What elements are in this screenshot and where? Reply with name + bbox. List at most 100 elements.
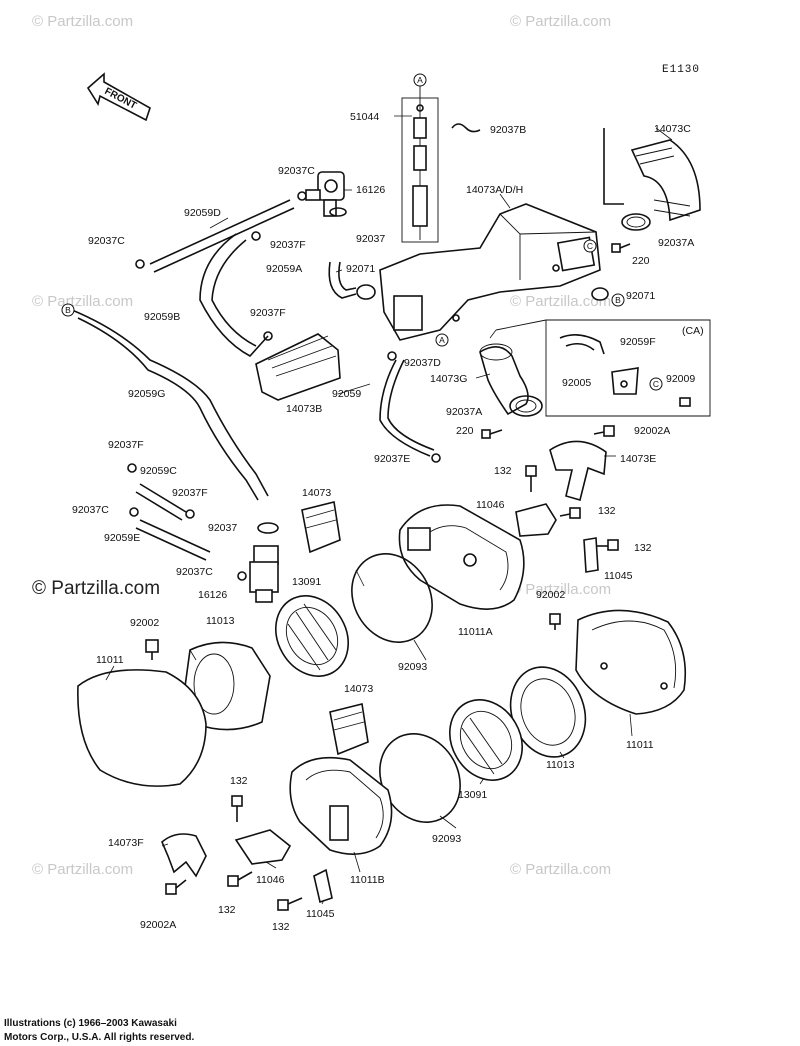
- label-132-b: 132: [598, 505, 616, 517]
- bolt-132-lower-c: [277, 897, 303, 911]
- callout-c-ca-label: C: [653, 379, 659, 389]
- label-92093-upper: 92093: [398, 661, 427, 673]
- bolt-132-lower-b: [227, 871, 253, 887]
- label-11013-upper: 11013: [206, 615, 235, 627]
- clamp-92037c-c: [129, 507, 139, 517]
- label-92037a-upper: 92037A: [658, 237, 694, 249]
- bolt-132-lower-a: [231, 795, 243, 822]
- watermark-mid-right: © Partzilla.com: [510, 293, 611, 310]
- label-92002-right: 92002: [536, 589, 565, 601]
- label-220-upper: 220: [632, 255, 650, 267]
- callout-b-mid-label: B: [615, 295, 621, 305]
- label-92037e: 92037E: [374, 453, 410, 465]
- part-51044-pipe: A: [401, 73, 439, 243]
- label-14073-lower: 14073: [344, 683, 373, 695]
- part-16126-valve-upper: [305, 171, 345, 217]
- label-132-f: 132: [272, 921, 290, 933]
- label-92037f-left: 92037F: [108, 439, 144, 451]
- part-11045-bracket-lower: [313, 868, 333, 904]
- part-92071-grommet-left: [356, 284, 376, 300]
- label-92002a-upper: 92002A: [634, 425, 670, 437]
- part-92059g-hose: [71, 309, 269, 501]
- clamp-92037d: [387, 351, 397, 361]
- callout-a-mid-label: A: [439, 335, 445, 345]
- clamp-92037f-b: [263, 331, 273, 341]
- clamp-92037f-c: [127, 463, 137, 473]
- callout-b-left-label: B: [65, 305, 71, 315]
- bolt-220-upper: [611, 243, 631, 253]
- part-14073b-duct: [255, 333, 341, 401]
- label-11011-right: 11011: [626, 739, 654, 751]
- part-92037b-clamp: [451, 123, 481, 133]
- clamp-92037-upper-ring: [329, 207, 347, 217]
- bolt-132-upper-a: [525, 465, 537, 492]
- label-92093-lower: 92093: [432, 833, 461, 845]
- part-14073g-elbow: [479, 343, 529, 416]
- label-92037d: 92037D: [404, 357, 441, 369]
- label-92037-mid: 92037: [208, 522, 237, 534]
- front-arrow: FRONT: [86, 72, 151, 122]
- label-51044: 51044: [350, 111, 379, 123]
- label-132-e: 132: [218, 904, 236, 916]
- label-92037f-upper: 92037F: [270, 239, 306, 251]
- ca-region-box: (CA) C: [495, 319, 711, 417]
- label-92071-left: 92071: [346, 263, 375, 275]
- part-92059-hose: [379, 359, 435, 457]
- label-92059g: 92059G: [128, 388, 165, 400]
- label-92059a: 92059A: [266, 263, 302, 275]
- label-132-a: 132: [494, 465, 512, 477]
- bolt-132-upper-b: [559, 507, 581, 519]
- part-11011b-case: [289, 756, 393, 855]
- label-92037c-mid: 92037C: [72, 504, 109, 516]
- label-92037c-left: 92037C: [88, 235, 125, 247]
- bolt-92002a-upper: [593, 425, 615, 437]
- front-arrow-label: FRONT: [103, 86, 139, 112]
- label-92059f: 92059F: [620, 336, 656, 348]
- part-11011a-case: [398, 504, 525, 610]
- watermark-bottom-left: © Partzilla.com: [32, 861, 133, 878]
- watermark-top-left: © Partzilla.com: [32, 13, 133, 30]
- label-92002-left: 92002: [130, 617, 159, 629]
- label-92037c-upper: 92037C: [278, 165, 315, 177]
- part-11045-bracket-upper: [583, 537, 599, 573]
- label-92059c: 92059C: [140, 465, 177, 477]
- watermark-top-right: © Partzilla.com: [510, 13, 611, 30]
- copyright-line-2: Motors Corp., U.S.A. All rights reserved…: [4, 1032, 194, 1043]
- part-13091-element-lower: [449, 699, 523, 781]
- bolt-92002-left: [145, 639, 159, 660]
- part-14073-boot-upper: [301, 501, 341, 554]
- label-92037-upper: 92037: [356, 233, 385, 245]
- label-92037f-lower: 92037F: [172, 487, 208, 499]
- callout-a-mid: A: [435, 333, 449, 347]
- label-14073f: 14073F: [108, 837, 144, 849]
- label-132-c: 132: [634, 542, 652, 554]
- label-16126-lower: 16126: [198, 589, 227, 601]
- part-11046-bracket-upper: [515, 503, 557, 537]
- label-92037b: 92037B: [490, 124, 526, 136]
- part-92037a-clamp-lower: [509, 395, 543, 417]
- bolt-92002-right: [549, 613, 561, 630]
- part-14073-boot-lower: [329, 703, 369, 756]
- label-14073-upper: 14073: [302, 487, 331, 499]
- label-11013-right: 11013: [546, 759, 575, 771]
- label-92059b: 92059B: [144, 311, 180, 323]
- part-92059e-hose: [135, 519, 211, 561]
- label-14073b: 14073B: [286, 403, 322, 415]
- clamp-92037f-d: [185, 509, 195, 519]
- watermark-mid-left: © Partzilla.com: [32, 293, 133, 310]
- part-14073e-bracket: [549, 440, 607, 501]
- callout-b-left: B: [61, 303, 75, 317]
- callout-c-mid-label: C: [587, 241, 593, 251]
- label-11046-lower: 11046: [256, 874, 285, 886]
- label-92037c-lower: 92037C: [176, 566, 213, 578]
- label-92037f-mid: 92037F: [250, 307, 286, 319]
- clamp-92037c-a: [135, 259, 145, 269]
- part-92059a-hose: [328, 261, 357, 299]
- label-92002a-lower: 92002A: [140, 919, 176, 931]
- watermark-center-right: © Partzilla.com: [510, 581, 611, 598]
- part-16126-valve-lower: [249, 545, 279, 603]
- watermark-bottom-right: © Partzilla.com: [510, 861, 611, 878]
- label-14073e: 14073E: [620, 453, 656, 465]
- label-132-d: 132: [230, 775, 248, 787]
